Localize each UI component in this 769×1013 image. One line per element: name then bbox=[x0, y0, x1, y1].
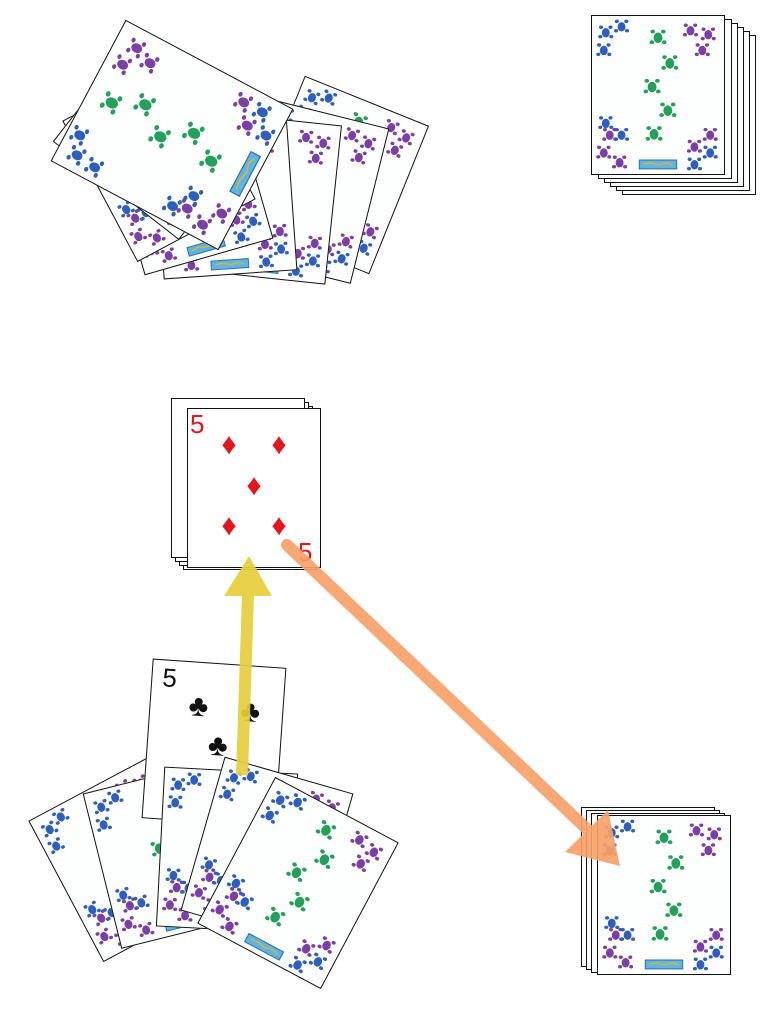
card-rank: 5 bbox=[298, 537, 313, 567]
club-icon: ♣ bbox=[187, 689, 210, 724]
diamond-icon: ♦ bbox=[221, 428, 237, 461]
stock-top-card[interactable] bbox=[597, 815, 731, 975]
card-rank: 5 bbox=[161, 662, 178, 694]
deck-top-card[interactable] bbox=[591, 15, 725, 175]
club-icon: ♣ bbox=[239, 694, 262, 730]
card-back-pattern-icon bbox=[592, 16, 724, 174]
diamond-icon: ♦ bbox=[271, 428, 287, 461]
diamond-icon: ♦ bbox=[221, 509, 237, 542]
diamond-icon: ♦ bbox=[271, 509, 287, 542]
card-rank: 5 bbox=[190, 409, 205, 439]
diamond-icon: ♦ bbox=[246, 469, 262, 502]
discard-top-card[interactable]: 5 ♦ ♦ ♦ ♦ ♦ 5 bbox=[187, 408, 321, 568]
card-back-pattern-icon bbox=[598, 816, 730, 974]
